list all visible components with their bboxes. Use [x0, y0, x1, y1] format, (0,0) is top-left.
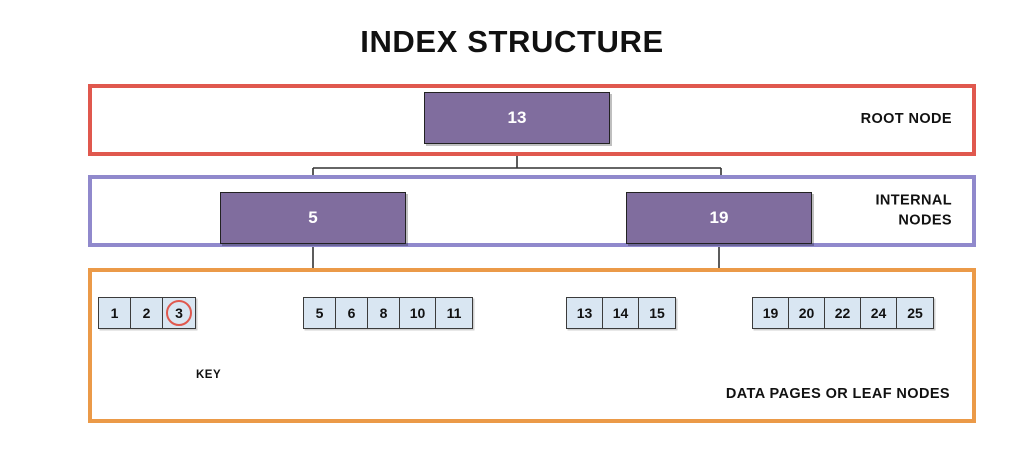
root-node-value: 13	[507, 108, 527, 127]
leaf-page-3[interactable]: 13 14 15	[566, 297, 676, 329]
leaf-cell-value: 10	[409, 305, 426, 321]
leaf-cell[interactable]: 10	[400, 298, 436, 328]
internal-node-5-value: 5	[308, 208, 318, 227]
leaf-page-4[interactable]: 19 20 22 24 25	[752, 297, 934, 329]
leaf-cell-value: 15	[649, 305, 665, 321]
leaf-cell-value: 14	[612, 305, 629, 321]
root-section-label: ROOT NODE	[860, 111, 952, 128]
leaf-cell-value: 6	[347, 305, 356, 321]
leaf-cell-value: 22	[834, 305, 851, 321]
internal-section-label-line2: NODES	[898, 212, 952, 228]
leaf-cell-value: 20	[798, 305, 815, 321]
leaf-cell-value: 5	[315, 305, 324, 321]
leaf-cell[interactable]: 13	[567, 298, 603, 328]
leaf-cell[interactable]: 20	[789, 298, 825, 328]
leaf-cell[interactable]: 14	[603, 298, 639, 328]
leaf-cell[interactable]: 6	[336, 298, 368, 328]
internal-node-19-value: 19	[709, 208, 729, 227]
leaf-cell-value: 24	[870, 305, 887, 321]
leaf-cell[interactable]: 3	[163, 298, 195, 328]
internal-section-label-line1: INTERNAL	[875, 192, 952, 209]
leaf-cell-value: 11	[446, 305, 462, 321]
leaf-page-2[interactable]: 5 6 8 10 11	[303, 297, 473, 329]
leaf-cell[interactable]: 1	[99, 298, 131, 328]
leaf-cell[interactable]: 15	[639, 298, 675, 328]
key-annotation-label: KEY	[196, 369, 222, 381]
leaf-cell-value: 25	[907, 305, 923, 321]
leaf-cell[interactable]: 24	[861, 298, 897, 328]
page-title: INDEX STRUCTURE	[360, 24, 664, 59]
leaf-cell[interactable]: 25	[897, 298, 933, 328]
leaf-cell[interactable]: 5	[304, 298, 336, 328]
leaf-cell-value: 1	[110, 305, 119, 321]
leaf-cell-value: 13	[576, 305, 593, 321]
leaf-cell[interactable]: 2	[131, 298, 163, 328]
leaf-page-1[interactable]: 1 2 3	[98, 297, 196, 329]
internal-node-5[interactable]: 5	[220, 192, 406, 244]
root-node-13[interactable]: 13	[424, 92, 610, 144]
leaf-cell[interactable]: 19	[753, 298, 789, 328]
leaf-section-label: DATA PAGES OR LEAF NODES	[725, 386, 950, 403]
leaf-cell[interactable]: 22	[825, 298, 861, 328]
leaf-cell-value: 3	[175, 305, 183, 321]
internal-section-label: INTERNAL NODES	[812, 191, 952, 230]
leaf-cell[interactable]: 8	[368, 298, 400, 328]
leaf-nodes-section: DATA PAGES OR LEAF NODES	[88, 268, 976, 423]
leaf-cell-value: 19	[762, 305, 779, 321]
leaf-cell-value: 2	[142, 305, 151, 321]
leaf-cell-value: 8	[379, 305, 388, 321]
leaf-cell[interactable]: 11	[436, 298, 472, 328]
internal-node-19[interactable]: 19	[626, 192, 812, 244]
